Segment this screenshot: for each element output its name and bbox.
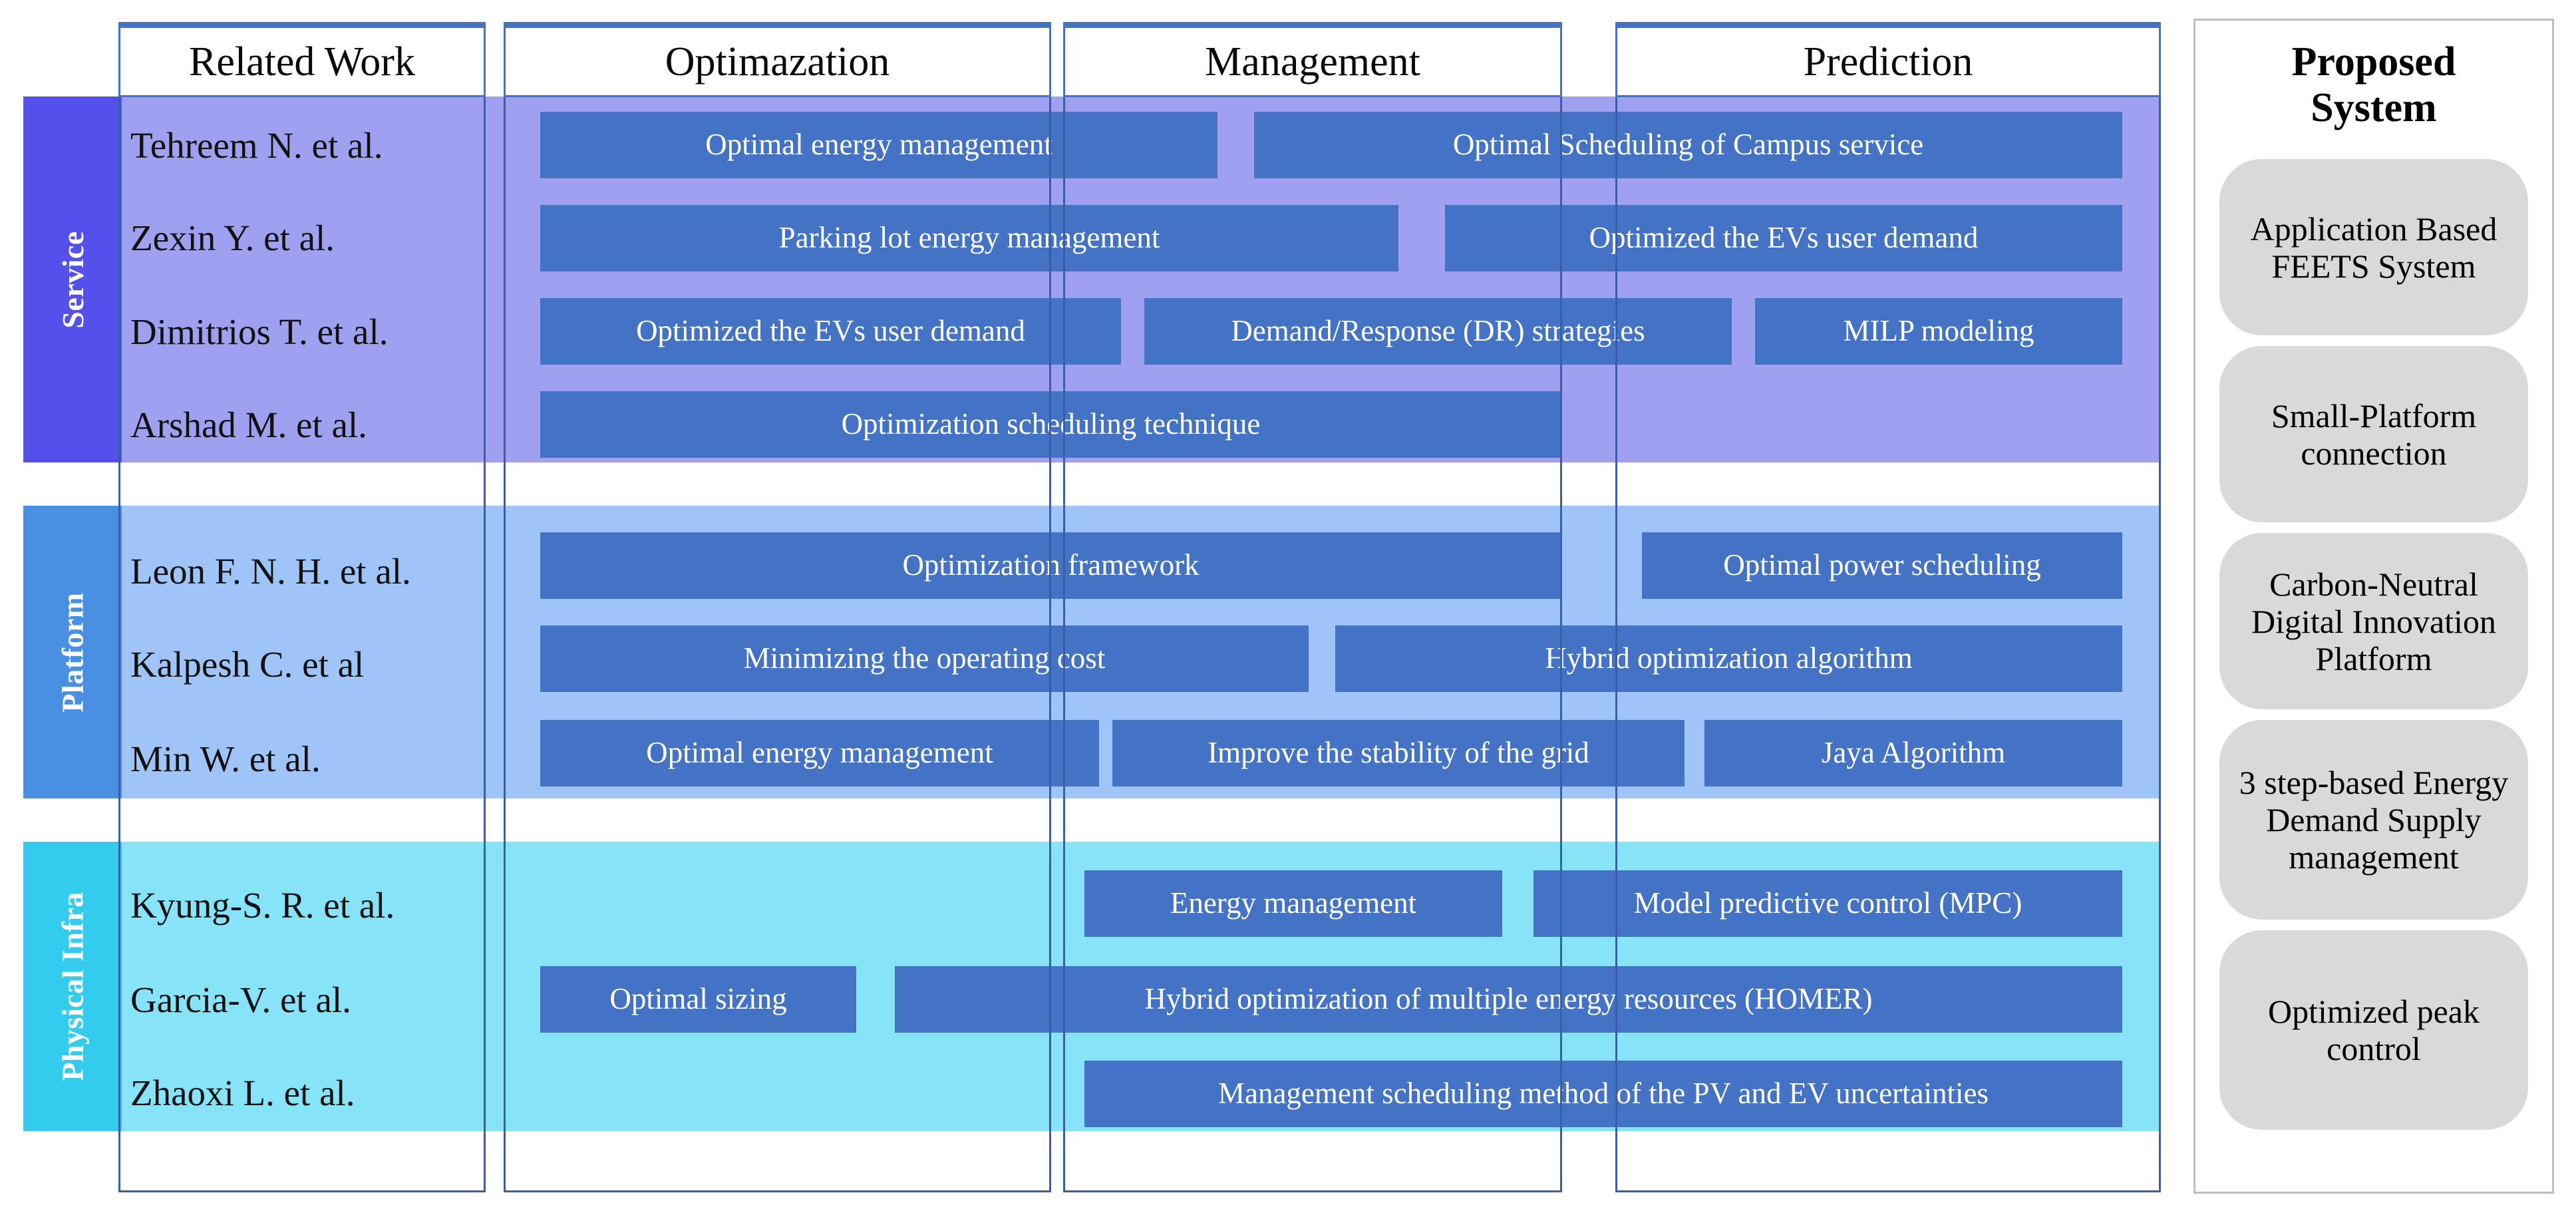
block-label: Hybrid optimization algorithm xyxy=(1545,641,1913,675)
column-header-optimazation: Optimazation xyxy=(504,22,1051,97)
author-physical-infra-1: Garcia-V. et al. xyxy=(130,979,483,1020)
proposed-system-item-label: Small-Platform connection xyxy=(2271,397,2477,472)
author-label: Zexin Y. et al. xyxy=(130,217,335,258)
author-label: Zhaoxi L. et al. xyxy=(130,1072,355,1113)
block-infra-optimal-sizing[interactable]: Optimal sizing xyxy=(540,966,856,1033)
block-label: Optimal Scheduling of Campus service xyxy=(1452,128,1924,162)
block-label: Optimal sizing xyxy=(609,982,787,1016)
author-service-3: Arshad M. et al. xyxy=(130,404,483,445)
block-label: Jaya Algorithm xyxy=(1821,736,2006,770)
proposed-system-title: Proposed System xyxy=(2195,39,2552,132)
block-service-optimized-evs-user-demand-b[interactable]: Optimized the EVs user demand xyxy=(540,298,1121,365)
proposed-system-item-optimized-peak-control[interactable]: Optimized peak control xyxy=(2219,930,2528,1130)
author-label: Garcia-V. et al. xyxy=(130,979,351,1020)
category-tab-service-label: Service xyxy=(55,230,90,329)
author-label: Min W. et al. xyxy=(130,738,321,779)
block-service-optimization-scheduling-technique[interactable]: Optimization scheduling technique xyxy=(540,391,1561,458)
proposed-system-item-label: Carbon-Neutral Digital Innovation Platfo… xyxy=(2251,565,2496,677)
column-header-management-label: Management xyxy=(1205,39,1420,85)
column-header-related-work: Related Work xyxy=(118,22,486,97)
block-service-optimal-scheduling-campus[interactable]: Optimal Scheduling of Campus service xyxy=(1254,112,2122,178)
block-label: Minimizing the operating cost xyxy=(743,641,1106,675)
author-label: Tehreem N. et al. xyxy=(130,124,383,166)
author-label: Kalpesh C. et al xyxy=(130,643,365,685)
block-service-parking-lot-energy-management[interactable]: Parking lot energy management xyxy=(540,205,1398,271)
block-label: Energy management xyxy=(1170,886,1417,920)
block-label: Optimal energy management xyxy=(705,128,1052,162)
block-label: Optimal energy management xyxy=(646,736,993,770)
block-infra-energy-management[interactable]: Energy management xyxy=(1084,870,1502,937)
author-label: Leon F. N. H. et al. xyxy=(130,550,411,592)
block-label: Optimal power scheduling xyxy=(1723,548,2041,582)
block-infra-management-scheduling-pv-ev[interactable]: Management scheduling method of the PV a… xyxy=(1084,1061,2122,1127)
proposed-system-item-label: Application Based FEETS System xyxy=(2250,210,2497,285)
block-infra-hybrid-optimization-homer[interactable]: Hybrid optimization of multiple energy r… xyxy=(895,966,2122,1033)
block-platform-optimization-framework[interactable]: Optimization framework xyxy=(540,532,1561,599)
block-label: MILP modeling xyxy=(1843,314,2034,348)
category-tab-platform[interactable]: Platform xyxy=(23,506,122,798)
block-platform-improve-stability-grid[interactable]: Improve the stability of the grid xyxy=(1112,720,1685,786)
author-service-0: Tehreem N. et al. xyxy=(130,124,483,166)
proposed-system-item-3-step-based-energy-demand-supply-management[interactable]: 3 step-based Energy Demand Supply manage… xyxy=(2219,720,2528,920)
block-platform-optimal-energy-management[interactable]: Optimal energy management xyxy=(540,720,1099,786)
block-platform-optimal-power-scheduling[interactable]: Optimal power scheduling xyxy=(1642,532,2122,599)
block-label: Optimization scheduling technique xyxy=(841,407,1261,441)
column-header-prediction: Prediction xyxy=(1615,22,2161,97)
author-label: Kyung-S. R. et al. xyxy=(130,884,395,926)
proposed-system-title-line1: Proposed xyxy=(2291,39,2456,85)
block-label: Optimized the EVs user demand xyxy=(1589,221,1979,255)
block-service-optimized-evs-user-demand-a[interactable]: Optimized the EVs user demand xyxy=(1445,205,2122,271)
category-tab-platform-label: Platform xyxy=(55,592,90,713)
author-platform-0: Leon F. N. H. et al. xyxy=(130,550,483,592)
block-label: Optimized the EVs user demand xyxy=(636,314,1025,348)
block-label: Model predictive control (MPC) xyxy=(1633,886,2022,920)
proposed-system-item-label: 3 step-based Energy Demand Supply manage… xyxy=(2239,764,2509,876)
author-label: Arshad M. et al. xyxy=(130,404,367,445)
block-label: Demand/Response (DR) strategies xyxy=(1231,314,1645,348)
author-physical-infra-2: Zhaoxi L. et al. xyxy=(130,1073,483,1113)
author-platform-1: Kalpesh C. et al xyxy=(130,643,483,685)
author-service-1: Zexin Y. et al. xyxy=(130,218,483,258)
block-platform-minimizing-operating-cost[interactable]: Minimizing the operating cost xyxy=(540,625,1309,692)
block-service-demand-response-strategies[interactable]: Demand/Response (DR) strategies xyxy=(1144,298,1732,365)
proposed-system-panel: Proposed System Application Based FEETS … xyxy=(2193,19,2554,1194)
block-label: Improve the stability of the grid xyxy=(1208,736,1589,770)
author-platform-2: Min W. et al. xyxy=(130,739,483,779)
author-service-2: Dimitrios T. et al. xyxy=(130,311,483,352)
proposed-system-item-small-platform-connection[interactable]: Small-Platform connection xyxy=(2219,346,2528,522)
proposed-system-item-label: Optimized peak control xyxy=(2268,993,2480,1067)
column-header-related-work-label: Related Work xyxy=(189,39,415,85)
author-physical-infra-0: Kyung-S. R. et al. xyxy=(130,884,483,926)
block-service-optimal-energy-management[interactable]: Optimal energy management xyxy=(540,112,1217,178)
author-label: Dimitrios T. et al. xyxy=(130,311,389,352)
column-header-prediction-label: Prediction xyxy=(1803,39,1973,85)
block-label: Management scheduling method of the PV a… xyxy=(1217,1077,1989,1111)
category-tab-service[interactable]: Service xyxy=(23,96,122,462)
column-header-management: Management xyxy=(1063,22,1562,97)
category-tab-physical-infra-label: Physical Infra xyxy=(55,892,90,1081)
block-infra-model-predictive-control[interactable]: Model predictive control (MPC) xyxy=(1533,870,2122,937)
proposed-system-item-carbon-neutral-digital-innovation-platform[interactable]: Carbon-Neutral Digital Innovation Platfo… xyxy=(2219,533,2528,709)
block-label: Optimization framework xyxy=(902,548,1200,582)
block-platform-hybrid-optimization-algorithm[interactable]: Hybrid optimization algorithm xyxy=(1335,625,2122,692)
proposed-system-item-application-based-feets-system[interactable]: Application Based FEETS System xyxy=(2219,159,2528,335)
block-label: Parking lot energy management xyxy=(778,221,1160,255)
proposed-system-title-line2: System xyxy=(2311,85,2437,131)
block-platform-jaya-algorithm[interactable]: Jaya Algorithm xyxy=(1704,720,2122,786)
column-header-optimazation-label: Optimazation xyxy=(665,39,890,85)
block-label: Hybrid optimization of multiple energy r… xyxy=(1144,982,1873,1016)
block-service-milp-modeling[interactable]: MILP modeling xyxy=(1755,298,2122,365)
category-tab-physical-infra[interactable]: Physical Infra xyxy=(23,842,122,1131)
